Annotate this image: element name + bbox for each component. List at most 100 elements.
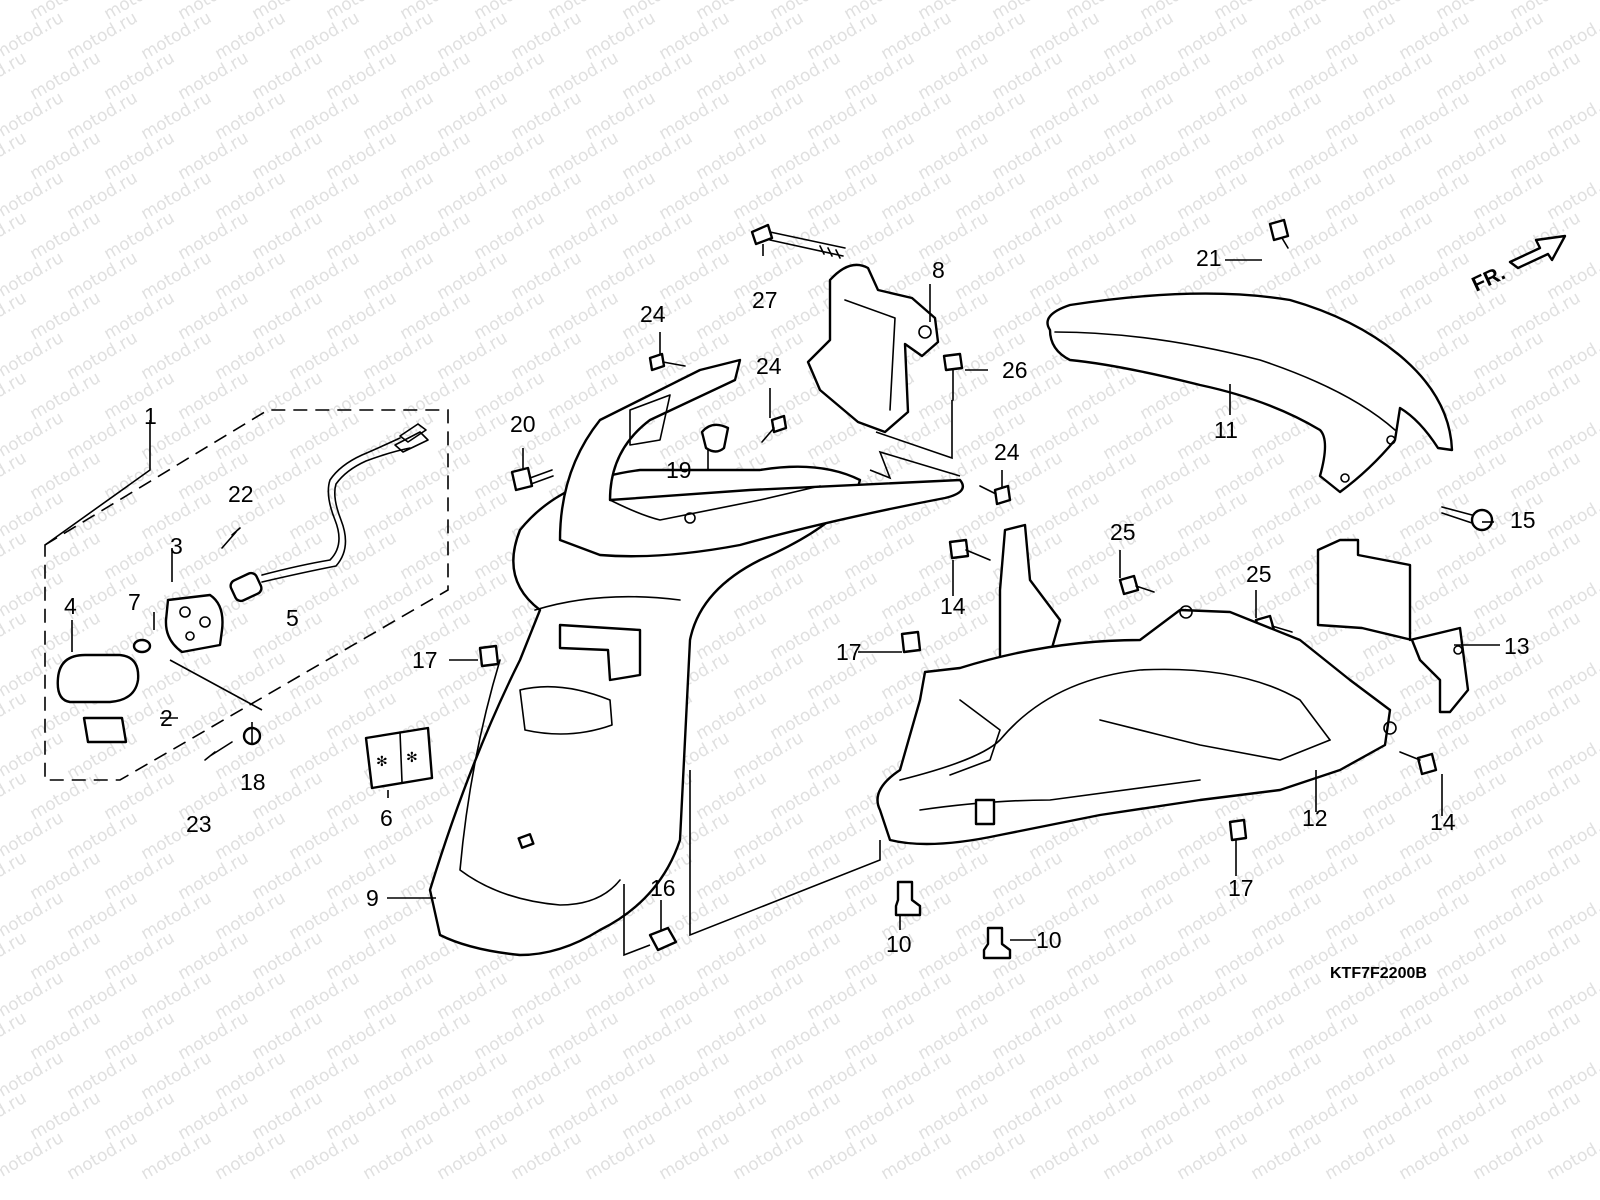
watermark-text: motod.ru xyxy=(989,128,1067,184)
watermark-text: motod.ru xyxy=(1100,808,1178,864)
watermark-text: motod.ru xyxy=(952,1048,1030,1104)
watermark-text: motod.ru xyxy=(989,848,1067,904)
watermark-text: motod.ru xyxy=(397,208,475,264)
watermark-text: motod.ru xyxy=(767,1088,845,1144)
watermark-text: motod.ru xyxy=(1507,48,1585,104)
callout-17c: 17 xyxy=(1228,875,1254,901)
watermark-text: motod.ru xyxy=(1100,408,1178,464)
watermark-text: motod.ru xyxy=(249,1088,327,1144)
watermark-text: motod.ru xyxy=(508,1048,586,1104)
watermark-text: motod.ru xyxy=(1248,168,1326,224)
watermark-text: motod.ru xyxy=(397,288,475,344)
watermark-text: motod.ru xyxy=(249,48,327,104)
watermark-text: motod.ru xyxy=(915,128,993,184)
watermark-text: motod.ru xyxy=(1470,568,1548,624)
watermark-text: motod.ru xyxy=(1063,1088,1141,1144)
watermark-text: motod.ru xyxy=(212,808,290,864)
watermark-text: motod.ru xyxy=(1396,1128,1474,1184)
watermark-text: motod.ru xyxy=(27,128,105,184)
watermark-text: motod.ru xyxy=(397,1008,475,1064)
watermark-text: motod.ru xyxy=(471,208,549,264)
watermark-text: motod.ru xyxy=(582,1048,660,1104)
watermark-text: motod.ru xyxy=(804,8,882,64)
watermark-text: motod.ru xyxy=(0,1008,30,1064)
watermark-text: motod.ru xyxy=(508,248,586,304)
svg-text:✻: ✻ xyxy=(376,753,388,769)
watermark-text: motod.ru xyxy=(397,528,475,584)
watermark-text: motod.ru xyxy=(767,1008,845,1064)
watermark-text: motod.ru xyxy=(693,928,771,984)
license-bracket xyxy=(1316,538,1470,714)
watermark-text: motod.ru xyxy=(1507,1008,1585,1064)
watermark-text: motod.ru xyxy=(212,1048,290,1104)
watermark-text: motod.ru xyxy=(1470,8,1548,64)
watermark-text: motod.ru xyxy=(138,168,216,224)
watermark-text: motod.ru xyxy=(64,808,142,864)
watermark-text: motod.ru xyxy=(1359,1088,1437,1144)
watermark-text: motod.ru xyxy=(323,208,401,264)
watermark-text: motod.ru xyxy=(360,88,438,144)
watermark-text: motod.ru xyxy=(1100,168,1178,224)
watermark-text: motod.ru xyxy=(952,88,1030,144)
watermark-text: motod.ru xyxy=(27,1008,105,1064)
watermark-text: motod.ru xyxy=(1026,168,1104,224)
watermark-text: motod.ru xyxy=(730,88,808,144)
watermark-text: motod.ru xyxy=(27,1088,105,1144)
watermark-text: motod.ru xyxy=(1433,1008,1511,1064)
watermark-text: motod.ru xyxy=(27,768,105,824)
watermark-text: motod.ru xyxy=(1470,808,1548,864)
watermark-text: motod.ru xyxy=(434,328,512,384)
watermark-text: motod.ru xyxy=(1026,408,1104,464)
watermark-text: motod.ru xyxy=(619,128,697,184)
watermark-text: motod.ru xyxy=(286,648,364,704)
watermark-text: motod.ru xyxy=(27,448,105,504)
watermark-text: motod.ru xyxy=(1211,128,1289,184)
watermark-text: motod.ru xyxy=(656,8,734,64)
watermark-text: motod.ru xyxy=(249,448,327,504)
watermark-text: motod.ru xyxy=(1322,88,1400,144)
watermark-text: motod.ru xyxy=(1100,568,1178,624)
part-lens xyxy=(56,653,140,704)
inner-fender xyxy=(558,358,965,558)
watermark-text: motod.ru xyxy=(619,48,697,104)
watermark-text: motod.ru xyxy=(323,848,401,904)
part-socket-plate xyxy=(164,593,224,654)
watermark-text: motod.ru xyxy=(101,528,179,584)
callout-26: 26 xyxy=(1002,357,1028,383)
watermark-text: motod.ru xyxy=(0,1088,30,1144)
watermark-text: motod.ru xyxy=(1322,888,1400,944)
watermark-text: motod.ru xyxy=(1396,168,1474,224)
watermark-text: motod.ru xyxy=(0,688,30,744)
watermark-text: motod.ru xyxy=(1359,48,1437,104)
watermark-text: motod.ru xyxy=(1433,528,1511,584)
watermark-text: motod.ru xyxy=(434,408,512,464)
watermark-text: motod.ru xyxy=(1248,88,1326,144)
watermark-text: motod.ru xyxy=(175,528,253,584)
watermark-text: motod.ru xyxy=(101,848,179,904)
watermark-text: motod.ru xyxy=(841,688,919,744)
watermark-text: motod.ru xyxy=(64,888,142,944)
watermark-text: motod.ru xyxy=(1322,248,1400,304)
watermark-text: motod.ru xyxy=(101,128,179,184)
watermark-text: motod.ru xyxy=(175,1008,253,1064)
watermark-text: motod.ru xyxy=(249,128,327,184)
watermark-text: motod.ru xyxy=(1063,48,1141,104)
watermark-text: motod.ru xyxy=(249,288,327,344)
watermark-text: motod.ru xyxy=(101,1088,179,1144)
watermark-text: motod.ru xyxy=(1211,928,1289,984)
watermark-text: motod.ru xyxy=(804,1128,882,1184)
watermark-text: motod.ru xyxy=(175,1088,253,1144)
watermark-text: motod.ru xyxy=(397,1088,475,1144)
callout-9: 9 xyxy=(366,885,379,911)
watermark-text: motod.ru xyxy=(360,168,438,224)
watermark-text: motod.ru xyxy=(1359,128,1437,184)
watermark-text: motod.ru xyxy=(1396,728,1474,784)
watermark-text: motod.ru xyxy=(360,808,438,864)
callout-1: 1 xyxy=(144,403,157,429)
watermark-text: motod.ru xyxy=(360,968,438,1024)
watermark-text: motod.ru xyxy=(27,288,105,344)
watermark-text: motod.ru xyxy=(767,928,845,984)
watermark-text: motod.ru xyxy=(0,928,30,984)
watermark-text: motod.ru xyxy=(175,368,253,424)
